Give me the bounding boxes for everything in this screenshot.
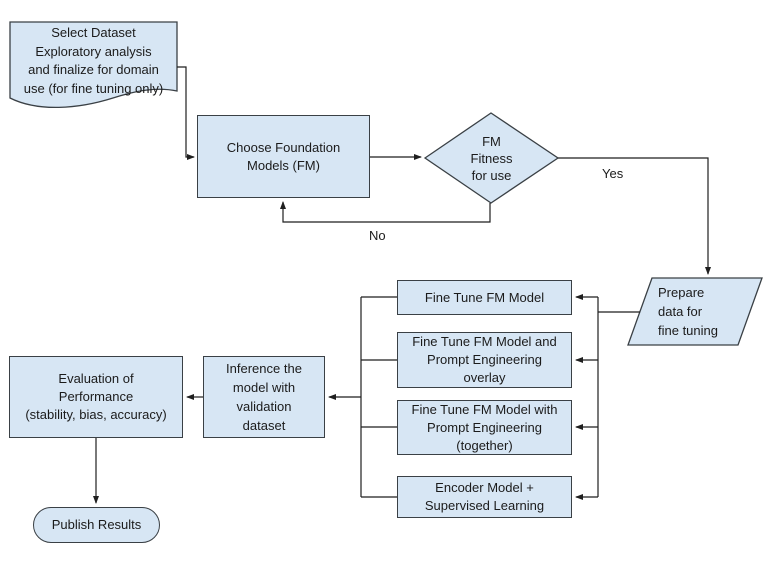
edge-label-yes: Yes xyxy=(602,166,624,181)
edge-dataset-to-choose xyxy=(177,66,195,160)
node-fine-tune-prompt-overlay: Fine Tune FM Model and Prompt Engineerin… xyxy=(397,332,572,388)
edge-yes-to-prepare xyxy=(558,157,711,275)
edge-prepare-to-collector xyxy=(597,297,640,497)
parallelogram-shape xyxy=(627,277,763,346)
node-choose-foundation-models: Choose Foundation Models (FM) xyxy=(197,115,370,198)
node-inference-validation: Inference the model with validation data… xyxy=(203,356,325,438)
edge-options-to-collector xyxy=(360,296,397,498)
node-prepare-data: Prepare data for fine tuning xyxy=(658,285,718,338)
node-encoder-supervised: Encoder Model + Supervised Learning xyxy=(397,476,572,518)
node-publish-results: Publish Results xyxy=(33,507,160,543)
node-fm-fitness-decision: FM Fitness for use xyxy=(470,133,513,183)
document-shape xyxy=(9,21,178,109)
edge-no-to-choose xyxy=(280,201,491,223)
node-fine-tune-fm-model: Fine Tune FM Model xyxy=(397,280,572,315)
node-fine-tune-prompt-together: Fine Tune FM Model with Prompt Engineeri… xyxy=(397,400,572,455)
node-select-dataset: Select Dataset Exploratory analysis and … xyxy=(23,25,164,96)
node-evaluation-performance: Evaluation of Performance (stability, bi… xyxy=(9,356,183,438)
edge-label-no: No xyxy=(369,228,386,243)
